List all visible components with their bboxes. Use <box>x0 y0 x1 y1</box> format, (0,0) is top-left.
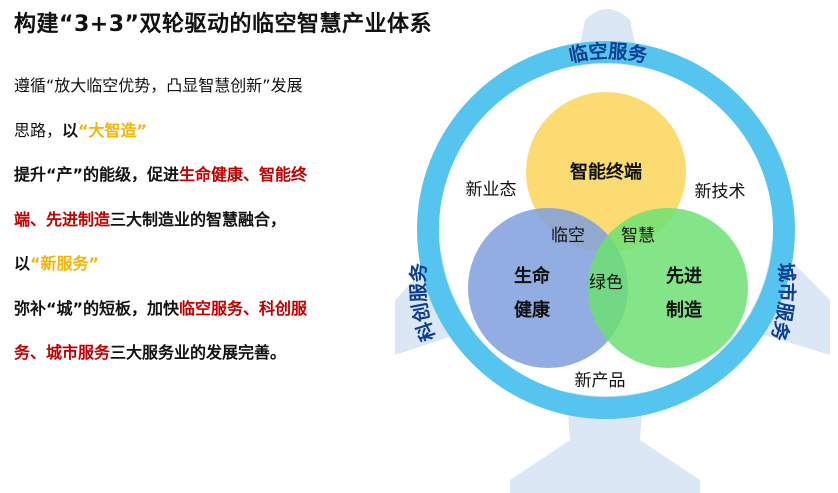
circle-life-health <box>468 208 628 368</box>
label-new-product: 新产品 <box>575 371 626 391</box>
page-title: 构建“3+3”双轮驱动的临空智慧产业体系 <box>14 12 432 37</box>
para-highlight: “大智造” <box>78 120 148 140</box>
label-manufacturing-1: 先进 <box>666 265 702 287</box>
label-new-business: 新业态 <box>466 180 517 200</box>
para-text: 提升“产”的能级，促进 <box>14 165 180 184</box>
para-text: 遵循“放大临空优势，凸显智慧创新”发展思路， <box>14 76 303 140</box>
para-text: 三大制造业的智慧融合，以 <box>14 209 287 274</box>
label-smart-terminal: 智能终端 <box>570 161 642 183</box>
para-text: 三大服务业的发展完善。 <box>110 343 287 362</box>
label-life-1: 生命 <box>514 265 551 287</box>
para-text: 以 <box>62 120 79 140</box>
label-overlap-zhihui: 智慧 <box>621 226 655 246</box>
outer-ring <box>417 41 795 419</box>
label-new-technology: 新技术 <box>695 182 746 202</box>
label-manufacturing-2: 制造 <box>666 299 702 321</box>
description-paragraph: 遵循“放大临空优势，凸显智慧创新”发展思路，以“大智造” 提升“产”的能级，促进生… <box>14 64 314 376</box>
para-highlight: 生命健康、智能终端、先进制造 <box>14 165 308 229</box>
label-overlap-green: 绿色 <box>589 273 623 293</box>
para-text: 弥补“城”的短板，加快 <box>14 298 180 318</box>
para-highlight: 临空服务、科创服务、城市服务 <box>14 298 308 363</box>
label-overlap-linkong: 临空 <box>551 226 585 246</box>
label-life-2: 健康 <box>514 299 551 321</box>
circle-advanced-manufacturing <box>588 208 748 368</box>
para-highlight: “新服务” <box>30 254 100 273</box>
